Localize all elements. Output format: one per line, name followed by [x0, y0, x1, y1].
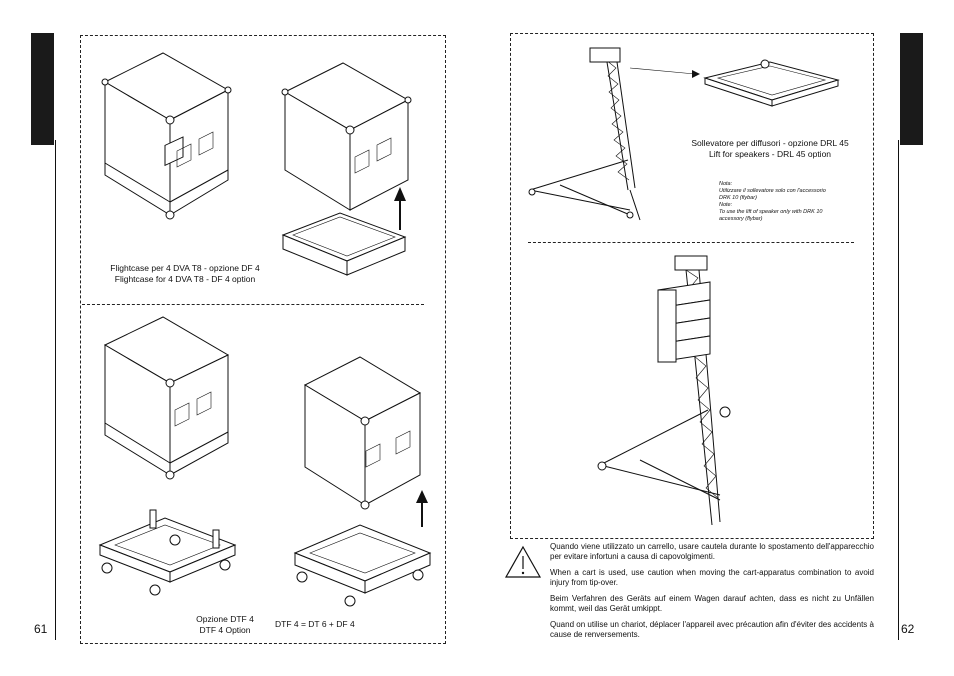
caption-dtf4-it: Opzione DTF 4 [196, 614, 254, 624]
warning-it: Quando viene utilizzato un carrello, usa… [550, 542, 874, 561]
flightcase-opened [281, 62, 412, 276]
caption-drl45: Sollevatore per diffusori - opzione DRL … [675, 138, 865, 160]
warning-fr: Quand on utilise un chariot, déplacer l'… [550, 620, 874, 639]
note-text-it-2: DRK 10 (flybar) [719, 195, 757, 201]
flybar-detail [703, 59, 840, 107]
warning-text-block: Quando viene utilizzato un carrello, usa… [550, 542, 874, 640]
flightcase-illustration [101, 52, 412, 276]
trolley-dtf4 [293, 524, 432, 607]
right-divider [528, 242, 854, 243]
left-figure-frame [80, 35, 446, 644]
note-label-it: Nota: [719, 181, 733, 187]
left-divider [82, 304, 424, 305]
caption-drl45-it: Sollevatore per diffusori - opzione DRL … [691, 138, 849, 148]
caption-df4: Flightcase per 4 DVA T8 - opzione DF 4 F… [95, 263, 275, 285]
lift-note: Nota: Utilizzare il sollevatore solo con… [719, 181, 869, 223]
caption-dtf4: Opzione DTF 4 DTF 4 Option [180, 614, 270, 636]
warning-triangle-icon [504, 545, 542, 578]
right-figure-frame [510, 33, 874, 539]
flightcase-lifted [303, 356, 428, 527]
flightcase-trolley-illustration [98, 316, 432, 607]
speaker-stack [657, 281, 711, 363]
right-margin-rule [898, 140, 899, 640]
note-text-it-1: Utilizzare il sollevatore solo con l'acc… [719, 188, 826, 194]
note-label-en: Note: [719, 202, 733, 208]
left-margin-rule [55, 140, 56, 640]
note-text-en-1: To use the lift of speaker only with DRK… [719, 209, 823, 215]
right-page-tab [900, 33, 923, 145]
left-page-tab [31, 33, 54, 145]
flightcase-closed [101, 52, 232, 220]
note-text-en-2: accessory (flybar) [719, 216, 763, 222]
flightcase-on-base [103, 316, 230, 480]
caption-dtf4-en: DTF 4 Option [199, 625, 251, 635]
page-number-right: 62 [901, 622, 915, 636]
warning-en: When a cart is used, use caution when mo… [550, 568, 874, 587]
lift-with-speakers-illustration [597, 255, 731, 526]
caption-dtf4-formula: DTF 4 = DT 6 + DF 4 [275, 619, 355, 629]
lift-illustration [528, 47, 840, 221]
trolley-dt6 [98, 509, 237, 596]
caption-df4-en: Flightcase for 4 DVA T8 - DF 4 option [114, 274, 256, 284]
lift-tower [528, 47, 641, 221]
warning-de: Beim Verfahren des Geräts auf einem Wage… [550, 594, 874, 613]
caption-df4-it: Flightcase per 4 DVA T8 - opzione DF 4 [110, 263, 260, 273]
page-number-left: 61 [34, 622, 48, 636]
caption-drl45-en: Lift for speakers - DRL 45 option [708, 149, 832, 159]
